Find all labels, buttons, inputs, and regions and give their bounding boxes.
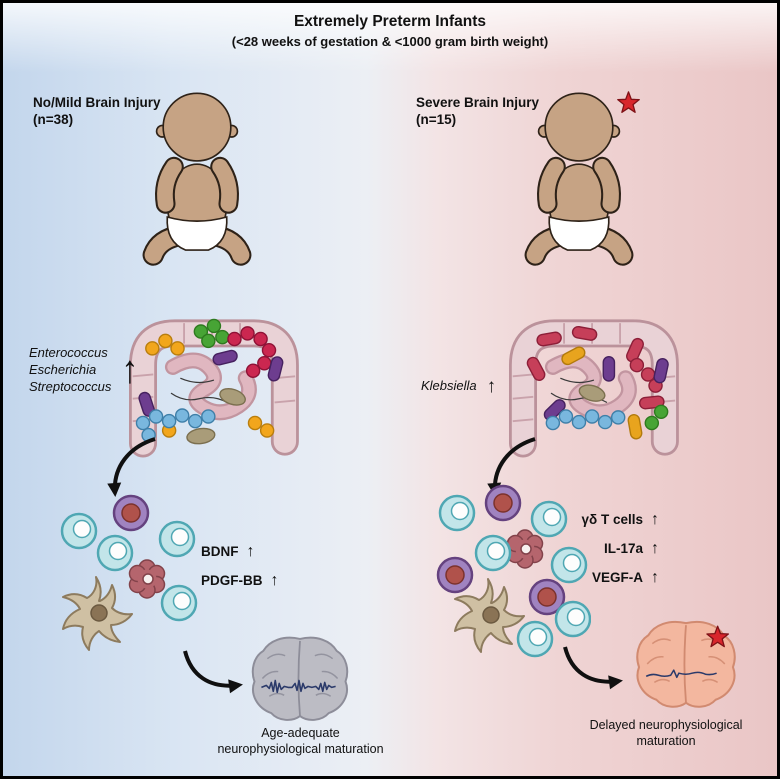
cytokine-markers-left: BDNF ↑ PDGF-BB ↑ xyxy=(201,537,291,595)
outcome-label-right: Delayed neurophysiological maturation xyxy=(589,718,743,749)
taxon-label: Escherichia xyxy=(29,361,97,377)
up-arrow-icon: ↑ xyxy=(121,348,139,393)
taxon-label: Enterococcus xyxy=(29,345,108,360)
cytokine-markers-right: γδ T cells ↑ IL-17a ↑ VEGF-A ↑ xyxy=(559,505,659,592)
title-line2: (<28 weeks of gestation & <1000 gram bir… xyxy=(231,34,549,49)
taxon-label: Klebsiella xyxy=(421,378,477,394)
arrow-gut-to-cells-right xyxy=(487,437,536,497)
marker-label: IL-17a xyxy=(603,541,643,556)
taxon-label: Streptococcus xyxy=(29,378,112,394)
immune-cells-left xyxy=(60,494,198,651)
eeg-waveform-active xyxy=(261,679,336,694)
up-arrow-icon: ↑ xyxy=(651,539,659,557)
up-arrow-icon: ↑ xyxy=(651,568,659,586)
bacteria-taxa-right: Klebsiella ↑ xyxy=(421,377,496,396)
diaper xyxy=(166,215,228,251)
arrow-cells-to-brain-left xyxy=(183,650,243,694)
brain-illustration-right xyxy=(636,620,736,708)
up-arrow-icon: ↑ xyxy=(651,510,659,528)
title-line1: Extremely Preterm Infants xyxy=(293,13,487,30)
bacteria-cluster xyxy=(526,325,669,440)
arrow-cells-to-brain-right xyxy=(563,646,623,690)
marker-label: PDGF-BB xyxy=(201,573,263,588)
up-arrow-icon: ↑ xyxy=(246,542,255,560)
brain-injury-star-icon xyxy=(617,91,640,113)
baby-illustration-right xyxy=(524,91,640,266)
marker-label: γδ T cells xyxy=(581,512,643,527)
marker-label: VEGF-A xyxy=(591,570,643,585)
group-label-right: Severe Brain Injury (n=15) xyxy=(416,95,540,127)
marker-label: BDNF xyxy=(201,544,239,559)
group-label-left: No/Mild Brain Injury (n=38) xyxy=(33,95,161,127)
gut-microbiome-right xyxy=(495,307,691,469)
eeg-waveform-flat xyxy=(645,669,717,679)
figure-title: Extremely Preterm Infants (<28 weeks of … xyxy=(3,13,777,49)
arrow-gut-to-cells-left xyxy=(107,437,156,497)
dendritic-cell xyxy=(62,576,133,651)
baby-head xyxy=(162,92,232,162)
up-arrow-icon: ↑ xyxy=(486,376,497,397)
brain-illustration-left xyxy=(251,636,349,721)
diaper xyxy=(548,215,610,251)
baby-illustration-left xyxy=(142,92,252,266)
baby-head xyxy=(544,92,614,162)
outcome-label-left: Age-adequate neurophysiological maturati… xyxy=(217,726,384,757)
bacteria-taxa-left: Enterococcus Escherichia Streptococcus ↑ xyxy=(29,345,138,396)
up-arrow-icon: ↑ xyxy=(270,571,279,589)
